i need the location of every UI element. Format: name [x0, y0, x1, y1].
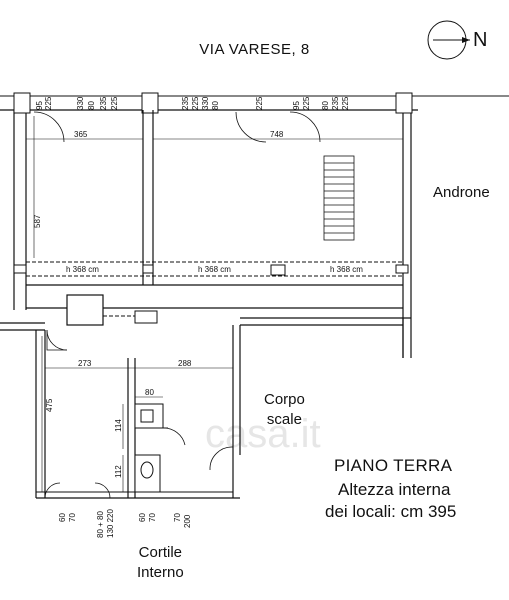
svg-text:235: 235 [99, 96, 108, 110]
dimension-lines [26, 116, 403, 492]
svg-text:225: 225 [110, 96, 119, 110]
dim-587: 587 [33, 214, 42, 228]
north-label: N [473, 29, 488, 51]
top-dims-mid-b: 235 225 330 80 225 [181, 96, 264, 110]
svg-text:80: 80 [211, 101, 220, 110]
androne-label: Androne [433, 184, 490, 201]
svg-text:60: 60 [138, 513, 147, 522]
svg-text:330: 330 [76, 96, 85, 110]
svg-text:330: 330 [201, 96, 210, 110]
svg-text:60: 60 [58, 513, 67, 522]
dim-475: 475 [45, 398, 54, 412]
floor-title: PIANO TERRA [334, 456, 453, 475]
top-dims-right: 95 225 80 235 225 [292, 96, 350, 110]
svg-text:70: 70 [148, 513, 157, 522]
svg-text:95: 95 [35, 101, 44, 110]
svg-text:225: 225 [302, 96, 311, 110]
cortile-label: Cortile Interno [137, 543, 184, 583]
dim-114: 114 [114, 419, 123, 432]
bottom-dims: 60 70 80 + 80 130 220 60 70 70 200 [58, 509, 192, 538]
dim-h368-c: h 368 cm [330, 265, 363, 274]
svg-text:225: 225 [44, 96, 53, 110]
svg-text:200: 200 [183, 514, 192, 528]
dim-273: 273 [78, 359, 92, 368]
staircase-icon [323, 155, 355, 241]
dim-288: 288 [178, 359, 192, 368]
street-address: VIA VARESE, 8 [199, 41, 310, 58]
dim-365: 365 [74, 130, 88, 139]
svg-text:70: 70 [173, 513, 182, 522]
dim-h368-b: h 368 cm [198, 265, 231, 274]
top-dims-mid-a: 330 80 235 225 [76, 96, 119, 110]
svg-text:130 220: 130 220 [106, 509, 115, 538]
corpo-line1: Corpo [264, 391, 305, 408]
svg-text:225: 225 [341, 96, 350, 110]
dim-112: 112 [114, 465, 123, 478]
svg-text:80: 80 [321, 101, 330, 110]
dim-h368-a: h 368 cm [66, 265, 99, 274]
dim-748: 748 [270, 130, 284, 139]
exterior-walls [0, 92, 509, 499]
svg-text:80 + 80: 80 + 80 [96, 511, 105, 538]
cortile-line2: Interno [137, 564, 184, 581]
dim-80: 80 [145, 388, 154, 397]
svg-text:225: 225 [255, 96, 264, 110]
cortile-line1: Cortile [138, 544, 183, 561]
corpo-line2: scale [266, 411, 302, 428]
height-note-line2: dei locali: cm 395 [325, 502, 457, 521]
door-swings [33, 111, 321, 499]
corpo-scale-label: Corpo scale [264, 390, 305, 430]
svg-text:235: 235 [331, 96, 340, 110]
top-dims-left: 95 225 [35, 96, 53, 110]
svg-text:225: 225 [191, 96, 200, 110]
svg-text:235: 235 [181, 96, 190, 110]
svg-text:70: 70 [68, 513, 77, 522]
svg-text:95: 95 [292, 101, 301, 110]
svg-text:80: 80 [87, 101, 96, 110]
height-note-line1: Altezza interna [338, 480, 451, 499]
north-arrow-icon [427, 20, 470, 60]
